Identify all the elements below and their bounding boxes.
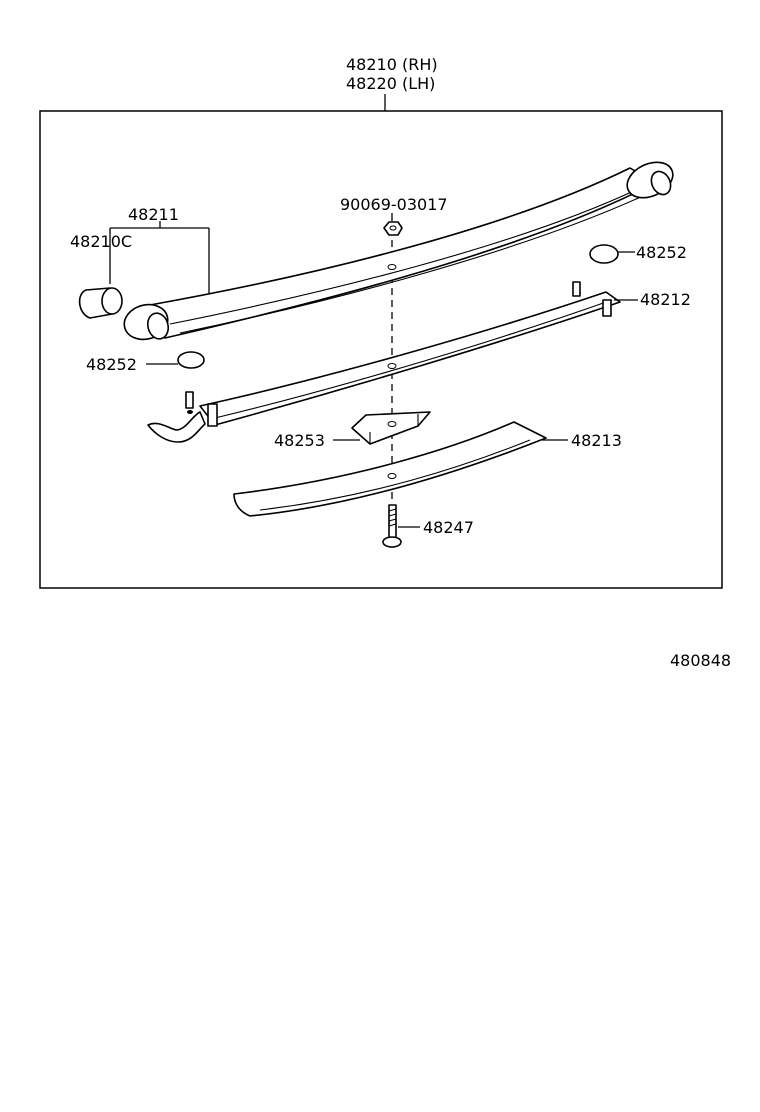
center-bolt-48247 xyxy=(382,504,402,548)
assembly-label-lh: 48220 (LH) xyxy=(346,74,435,93)
callout-48252-right: 48252 xyxy=(636,243,687,262)
callout-48211: 48211 xyxy=(128,205,179,224)
third-leaf-48213 xyxy=(233,421,547,517)
second-leaf-48212 xyxy=(147,281,621,443)
callout-48253: 48253 xyxy=(274,431,325,450)
callout-48212: 48212 xyxy=(640,290,691,309)
nut-90069-03017 xyxy=(383,221,403,236)
bushing-48210c xyxy=(78,287,123,319)
callout-48210c: 48210C xyxy=(70,232,132,251)
washer-48252-left xyxy=(177,351,205,369)
figure-code: 480848 xyxy=(670,651,731,670)
assembly-label-rh: 48210 (RH) xyxy=(346,55,438,74)
spacer-pad-48253 xyxy=(351,411,431,445)
callout-48247: 48247 xyxy=(423,518,474,537)
callout-90069-03017: 90069-03017 xyxy=(340,195,448,214)
assembly-frame xyxy=(39,110,723,589)
callout-48213: 48213 xyxy=(571,431,622,450)
callout-48252-left: 48252 xyxy=(86,355,137,374)
washer-48252-right xyxy=(589,244,619,264)
main-leaf-48211 xyxy=(123,161,674,341)
